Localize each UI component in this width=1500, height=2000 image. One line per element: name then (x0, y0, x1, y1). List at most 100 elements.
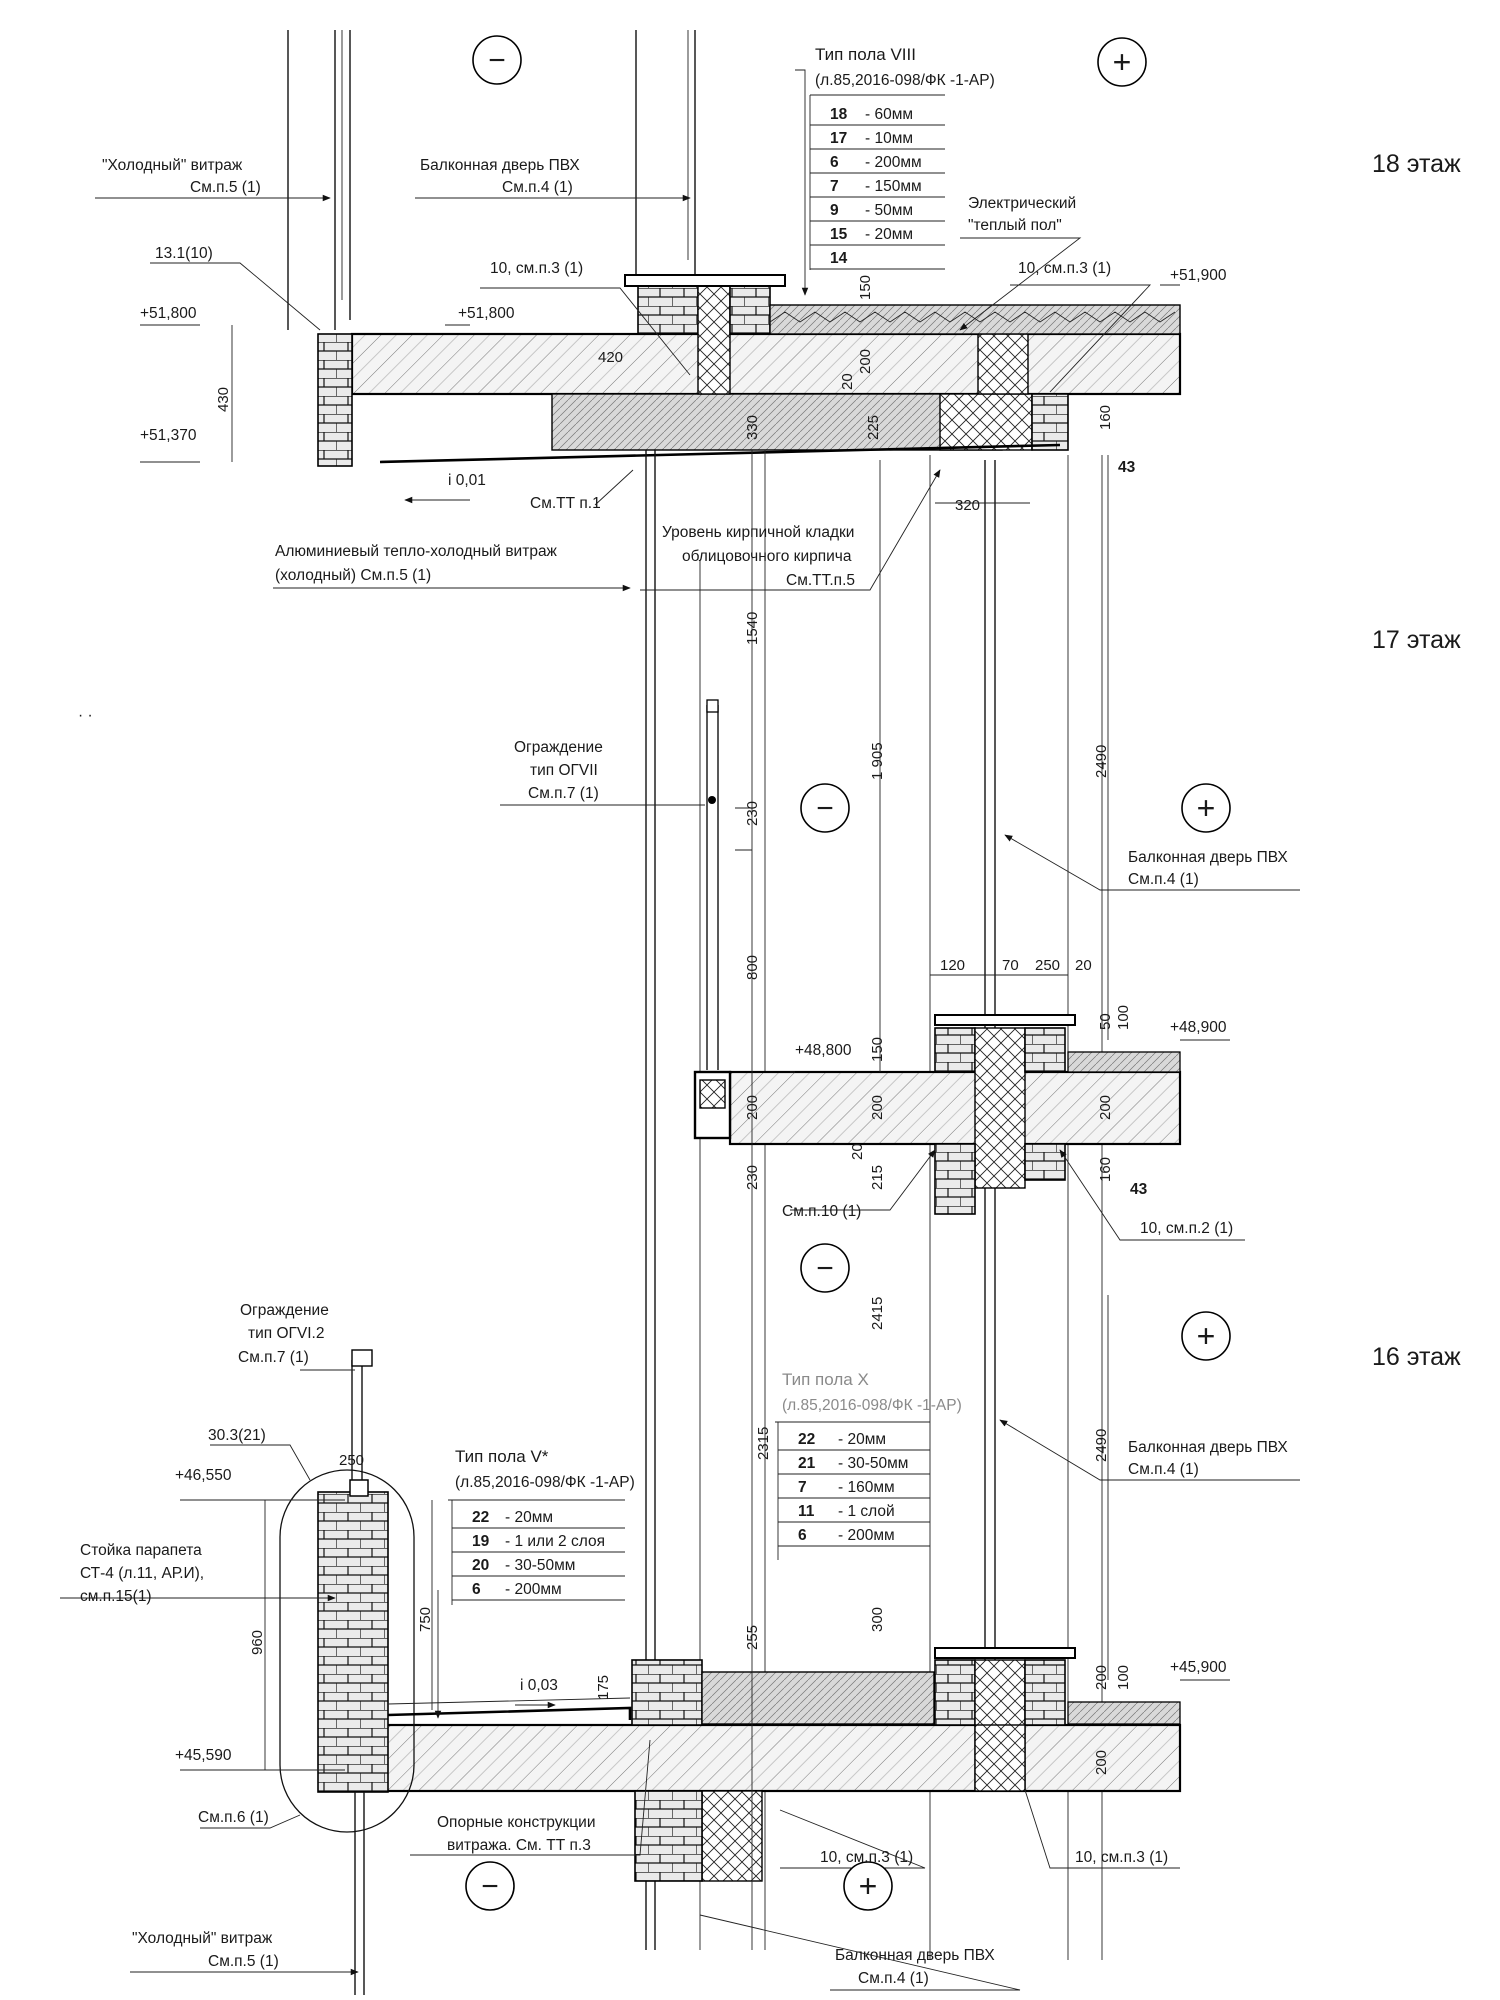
dim-text: 20 (849, 1143, 866, 1160)
plus-sign-icon (1097, 37, 1147, 87)
callout-alu-vitrage-2: (холодный) См.п.5 (1) (275, 567, 431, 584)
callout-support-2: витража. См. ТТ п.3 (447, 1837, 591, 1854)
callout-balcony-door-low: Балконная дверь ПВХ (1128, 1439, 1288, 1456)
dim-text: 200 (869, 1095, 886, 1120)
parapet-cap (349, 1479, 369, 1497)
floor-buildup (1067, 1051, 1181, 1073)
dim-text: 215 (869, 1165, 886, 1190)
layer-num: 7 (830, 178, 839, 195)
parapet-detail-outline (279, 1469, 415, 1833)
floor-label-16: 16 этаж (1372, 1343, 1461, 1371)
upper-slab-section (287, 30, 1182, 467)
layer-num: 6 (830, 154, 839, 171)
layer-val: - 30-50мм (838, 1455, 908, 1472)
brick-block (637, 285, 699, 335)
layer-val: - 20мм (865, 226, 913, 243)
brick-block (934, 1659, 976, 1726)
plus-sign-text: + (859, 1868, 878, 1904)
callout-parapet-3: см.п.15(1) (80, 1588, 152, 1605)
callout-30-3: 30.3(21) (208, 1427, 266, 1444)
concrete-slab-upper (350, 332, 1182, 396)
layer-val: - 1 слой (838, 1503, 895, 1520)
layer-val: - 200мм (838, 1527, 895, 1544)
callout-brick-level: Уровень кирпичной кладки (662, 524, 854, 541)
layer-num: 21 (798, 1455, 816, 1472)
callout-13-1: 13.1(10) (155, 245, 213, 262)
parapet-post-cap (351, 1349, 373, 1367)
dim-text: 230 (744, 801, 761, 826)
dim-text: 225 (865, 415, 882, 440)
brick-parapet-upper (317, 333, 353, 467)
dim-text: 20 (1075, 957, 1092, 974)
layer-val: - 20мм (505, 1509, 553, 1526)
floor-type-v: Тип пола V* (л.85,2016-098/ФК -1-АР) 22 … (448, 1447, 635, 1605)
dimension-lines (231, 325, 1109, 1950)
callout-tt1: См.ТТ п.1 (530, 495, 601, 512)
callout-warm-floor: Электрический (968, 195, 1076, 212)
layer-num: 9 (830, 202, 839, 219)
dim-text: 1 905 (869, 742, 886, 780)
minus-sign-icon (465, 1861, 515, 1911)
brick-block (934, 1027, 976, 1073)
callout-cold-vitrage-ref: См.п.5 (1) (190, 179, 261, 196)
dim-text: 200 (744, 1095, 761, 1120)
floor-buildup (769, 304, 1181, 335)
concrete-slab-lower (350, 1723, 1182, 1793)
callout-balcony-door: Балконная дверь ПВХ (420, 157, 580, 174)
brick-block (1024, 1027, 1066, 1073)
dim-text: 50 (1097, 1013, 1114, 1030)
callout-balcony-door-mid: Балконная дверь ПВХ (1128, 849, 1288, 866)
floor-type-title: Тип пола VIII (815, 45, 916, 64)
dim-text: 70 (1002, 957, 1019, 974)
layer-val: - 30-50мм (505, 1557, 575, 1574)
level-mark: +48,900 (1170, 1019, 1227, 1036)
mark-43: 43 (1118, 459, 1136, 476)
dim-text: 2490 (1093, 1429, 1110, 1462)
plus-sign-icon (1181, 1311, 1231, 1361)
callout-ref-10: 10, см.п.3 (1) (490, 260, 583, 277)
dim-text: 750 (417, 1607, 434, 1632)
brick-below (634, 1790, 703, 1882)
wall-insulation (697, 285, 731, 395)
callout-ref-10: 10, см.п.3 (1) (1075, 1849, 1168, 1866)
layer-val: - 200мм (505, 1581, 562, 1598)
dim-text: 160 (1097, 405, 1114, 430)
sill-plate (624, 274, 786, 287)
mineral-wool (939, 393, 1033, 451)
dim-text: 320 (955, 497, 980, 514)
minus-sign-text: − (481, 1870, 499, 1903)
callout-cold-vitrage-low-2: См.п.5 (1) (208, 1953, 279, 1970)
soffit-insulation (551, 393, 1003, 451)
dim-text: 100 (1115, 1005, 1132, 1030)
callout-fence6-2: тип ОГVI.2 (248, 1325, 324, 1342)
layer-num: 19 (472, 1533, 490, 1550)
minus-sign-icon (800, 783, 850, 833)
dim-text: 800 (744, 955, 761, 980)
dim-text: 20 (839, 373, 856, 390)
dim-text: 175 (595, 1675, 612, 1700)
layer-num: 11 (798, 1503, 815, 1520)
level-mark: +51,800 (458, 305, 515, 322)
callouts: "Холодный" витраж См.п.5 (1) Балконная д… (80, 157, 1288, 1987)
dim-text: 250 (339, 1452, 364, 1469)
brick-below (1024, 1143, 1066, 1181)
layer-num: 6 (798, 1527, 807, 1544)
dim-text: 2415 (869, 1297, 886, 1330)
layer-val: - 160мм (838, 1479, 895, 1496)
concrete-slab-middle (728, 1070, 1182, 1146)
brick-block (1024, 1659, 1066, 1726)
minus-sign-icon (472, 35, 522, 85)
dim-text: 2490 (1093, 745, 1110, 778)
level-mark: +46,550 (175, 1467, 232, 1484)
plus-sign-icon (1181, 783, 1231, 833)
plus-sign-icon (843, 1861, 893, 1911)
layer-num: 22 (472, 1509, 489, 1526)
slope-mark: i 0,03 (520, 1677, 558, 1694)
plus-sign-text: + (1113, 44, 1132, 80)
edge-insulation (699, 1079, 726, 1109)
brick-block (631, 1659, 703, 1726)
callout-balcony-door-bot: Балконная дверь ПВХ (835, 1947, 995, 1964)
layer-val: - 50мм (865, 202, 913, 219)
callout-cold-vitrage-low: "Холодный" витраж (132, 1930, 273, 1947)
dim-text: 200 (1097, 1095, 1114, 1120)
